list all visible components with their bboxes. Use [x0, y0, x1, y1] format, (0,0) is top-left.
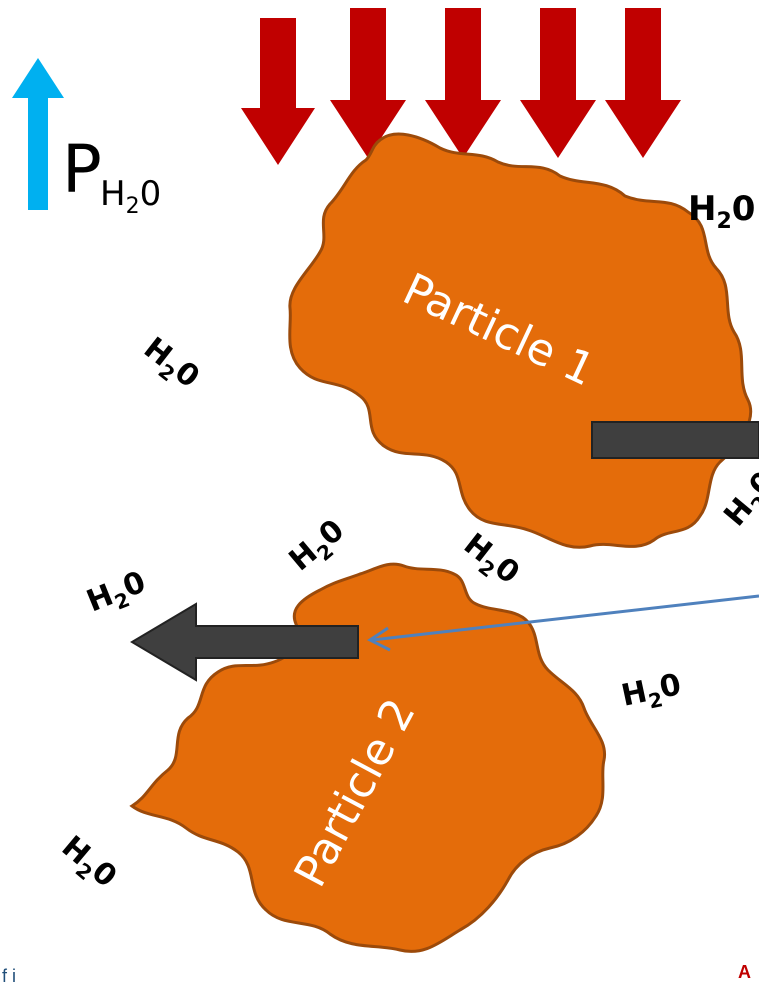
gray-arrow-left-icon — [130, 602, 359, 682]
pressure-label: P — [62, 131, 102, 208]
svg-text:H20: H20 — [283, 513, 355, 582]
force-arrow-icon — [520, 8, 596, 158]
water-label: H20 — [717, 465, 759, 537]
water-label: H20 — [134, 331, 206, 399]
footer-right-text: A — [738, 962, 751, 982]
water-label: H20 — [688, 189, 755, 234]
svg-text:H20: H20 — [134, 331, 206, 399]
water-label: H20 — [283, 513, 355, 582]
svg-text:H20: H20 — [52, 829, 124, 898]
water-label: H20 — [52, 829, 124, 898]
footer-left-text: f i — [2, 966, 16, 985]
svg-text:H20: H20 — [618, 667, 685, 719]
force-arrow-icon — [425, 8, 501, 158]
svg-text:H20: H20 — [717, 465, 759, 537]
pressure-subscript: H20 — [100, 174, 161, 219]
svg-text:H20: H20 — [82, 565, 153, 625]
pointer-arrowhead-icon — [367, 626, 391, 652]
pressure-up-arrow-icon — [12, 58, 64, 210]
force-arrow-icon — [241, 18, 315, 165]
pointer-line — [371, 594, 759, 642]
gray-arrow-right-icon — [591, 421, 759, 459]
particle-2-shape — [129, 562, 607, 953]
water-label: H20 — [82, 565, 153, 625]
water-label: H20 — [618, 667, 685, 719]
svg-text:H20: H20 — [688, 189, 755, 234]
force-arrow-icon — [330, 8, 406, 158]
force-arrow-icon — [605, 8, 681, 158]
force-arrows — [241, 8, 681, 165]
